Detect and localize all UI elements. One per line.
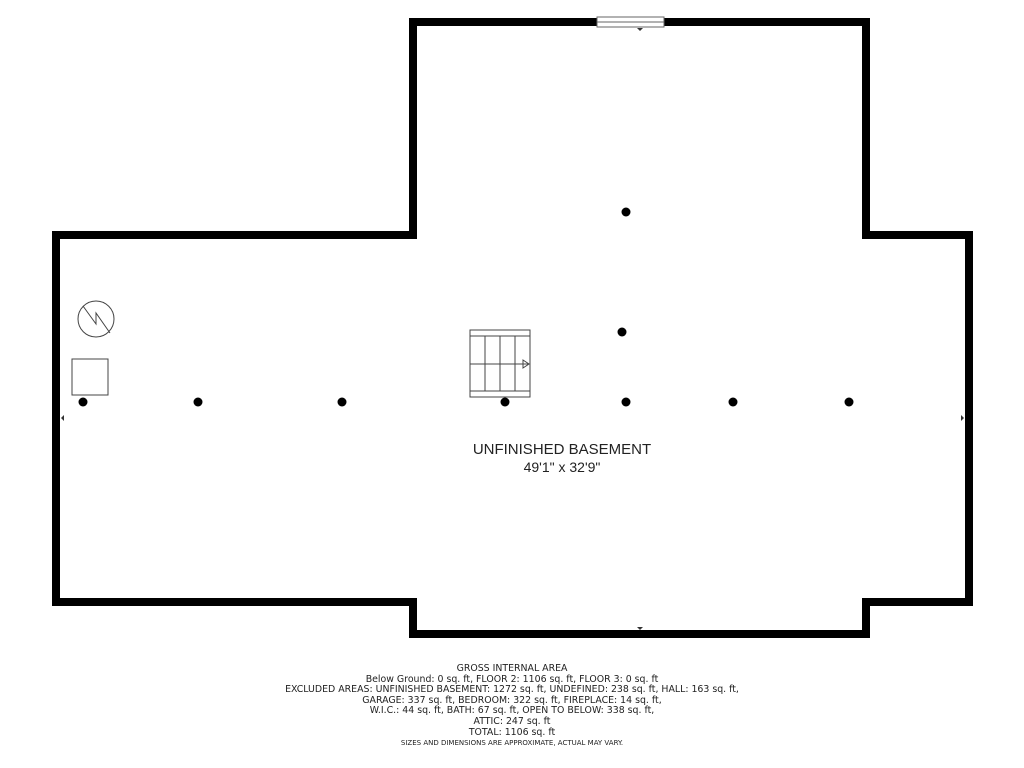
exterior-walls: [52, 18, 973, 638]
column: [78, 397, 88, 407]
column: [617, 327, 627, 337]
area-title: GROSS INTERNAL AREA: [456, 663, 568, 674]
column: [621, 397, 631, 407]
column: [193, 397, 203, 407]
area-line: EXCLUDED AREAS: UNFINISHED BASEMENT: 127…: [285, 684, 739, 696]
area-line: GARAGE: 337 sq. ft, BEDROOM: 322 sq. ft,…: [362, 694, 662, 706]
area-total: TOTAL: 1106 sq. ft: [468, 726, 556, 738]
column: [844, 397, 854, 407]
area-summary: GROSS INTERNAL AREA Below Ground: 0 sq. …: [0, 663, 1024, 749]
door-marker-bottom: [637, 627, 643, 630]
door-marker-right: [961, 415, 964, 421]
door-marker-left: [61, 415, 64, 421]
room-name: UNFINISHED BASEMENT: [472, 441, 652, 458]
column: [621, 207, 631, 217]
column: [337, 397, 347, 407]
water-heater-icon: [77, 300, 115, 338]
room-dimensions: 49'1" x 32'9": [523, 459, 601, 475]
area-line: W.I.C.: 44 sq. ft, BATH: 67 sq. ft, OPEN…: [369, 705, 655, 717]
area-line: Below Ground: 0 sq. ft, FLOOR 2: 1106 sq…: [365, 673, 659, 685]
column: [728, 397, 738, 407]
column: [500, 397, 510, 407]
stairs-icon: [469, 329, 531, 398]
furnace-icon: [71, 358, 109, 396]
disclaimer: SIZES AND DIMENSIONS ARE APPROXIMATE, AC…: [400, 739, 624, 748]
area-line: ATTIC: 247 sq. ft: [473, 715, 551, 727]
window: [596, 16, 665, 31]
support-columns: [78, 207, 854, 407]
